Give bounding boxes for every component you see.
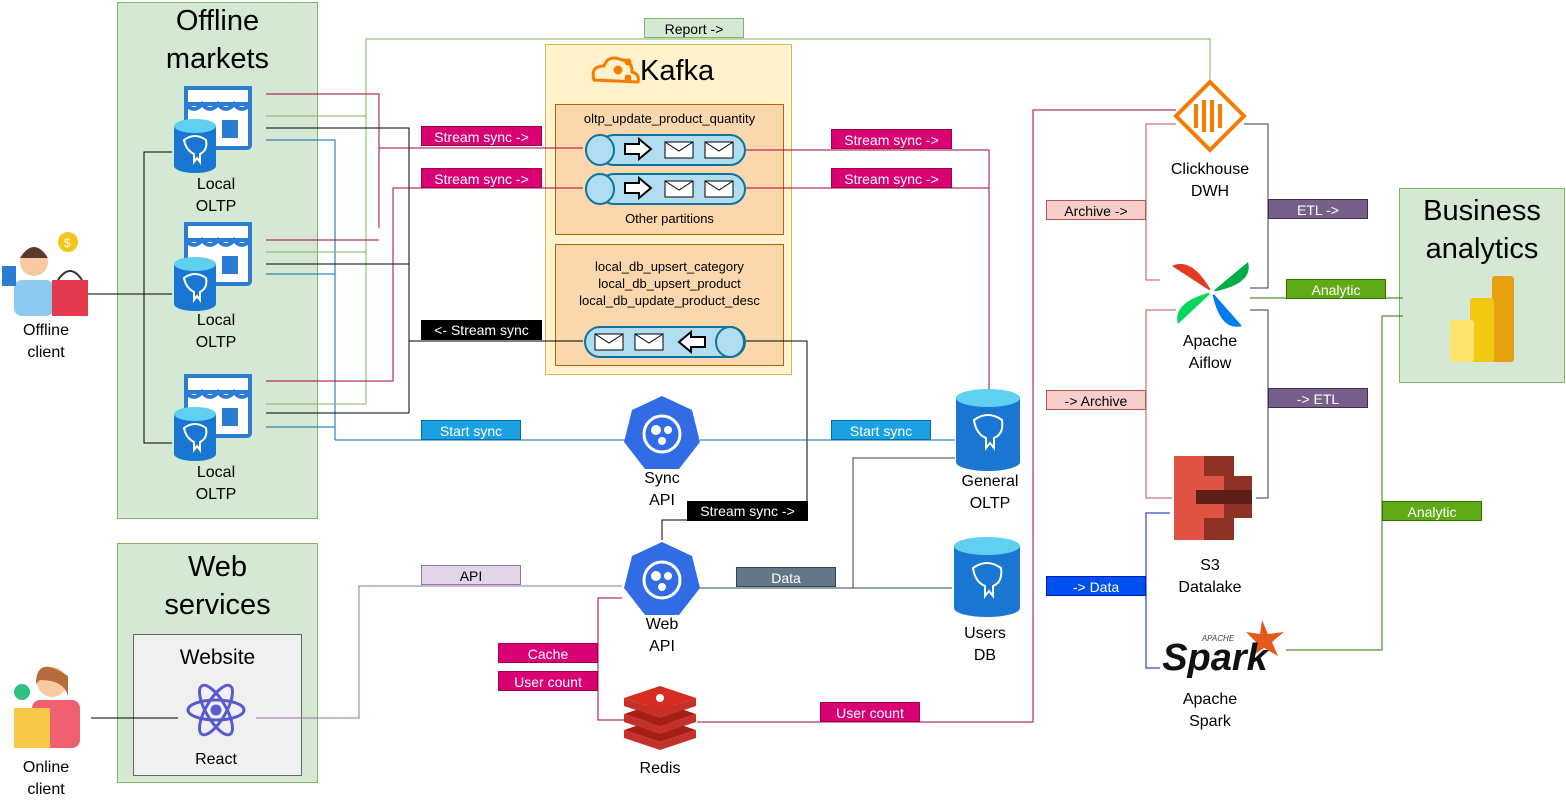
report-tag: Report ->: [644, 18, 744, 38]
users-db-icon: [954, 537, 1020, 617]
clickhouse-icon: [1173, 79, 1247, 153]
airflow-label: Apache Aiflow: [1182, 333, 1238, 372]
business-analytics-title: Business analytics: [1423, 195, 1541, 265]
local-oltp-3-label: Local OLTP: [195, 464, 237, 503]
clickhouse-label: Clickhouse DWH: [1170, 161, 1250, 200]
stream-sync-tag-c: Stream sync ->: [831, 129, 952, 149]
redis-icon: [624, 686, 696, 750]
kafka-topic-1-label: oltp_update_product_quantity: [583, 111, 756, 126]
archive-tag-a: Archive ->: [1046, 200, 1146, 220]
kafka-topic-2-label: local_db_upsert_category local_db_upsert…: [579, 259, 760, 308]
sync-api-icon: [622, 394, 702, 471]
spark-logo-text: Spark: [1162, 637, 1268, 679]
spark-label: Apache Spark: [1182, 691, 1238, 730]
analytic-tag-b: Analytic: [1382, 501, 1482, 521]
kafka-logo-icon: [591, 56, 640, 84]
etl-tag-a: ETL ->: [1268, 199, 1368, 219]
react-icon: [186, 683, 246, 737]
s3-datalake-icon: [1174, 456, 1252, 540]
sync-api-label: Sync API: [644, 470, 680, 509]
analytic-tag-a: Analytic: [1286, 279, 1386, 299]
redis-label: Redis: [639, 760, 681, 777]
start-sync-tag-b: Start sync: [831, 420, 931, 440]
kafka-partition-pipe-1: [585, 134, 746, 166]
website-title: Website: [179, 646, 256, 669]
user-count-tag-a: User count: [498, 671, 598, 691]
etl-tag-b: -> ETL: [1268, 388, 1368, 408]
web-api-label: Web API: [645, 616, 679, 655]
offline-client-label: Offline client: [23, 322, 69, 361]
kafka-title: Kafka: [640, 55, 715, 87]
kafka-other-partitions-label: Other partitions: [625, 211, 714, 226]
cache-tag: Cache: [498, 643, 598, 663]
user-count-tag-b: User count: [820, 702, 920, 722]
kafka-partition-pipe-3: [584, 326, 746, 358]
offline-client-icon: $: [2, 232, 88, 316]
online-client-icon: [14, 666, 80, 748]
stream-sync-tag-a: Stream sync ->: [421, 126, 542, 146]
svg-text:$: $: [64, 236, 71, 250]
api-tag: API: [421, 565, 521, 585]
stream-sync-back-tag: <- Stream sync: [421, 320, 542, 340]
stream-sync-tag-b: Stream sync ->: [421, 168, 542, 188]
react-label: React: [195, 751, 237, 768]
kafka-topic1-box: [555, 104, 784, 235]
spark-star-icon: [1246, 620, 1284, 656]
spark-logo-small-text: APACHE: [1201, 634, 1235, 643]
postgres-icon-3: [173, 406, 217, 462]
airflow-icon: [1172, 262, 1249, 327]
stream-sync-web-tag: Stream sync ->: [687, 501, 808, 521]
data-tag: Data: [736, 567, 836, 587]
general-oltp-icon: [956, 389, 1020, 471]
offline-markets-title: Offline markets: [165, 5, 270, 75]
start-sync-tag-a: Start sync: [421, 420, 521, 440]
postgres-icon-1: [173, 118, 217, 174]
general-oltp-label: General OLTP: [961, 473, 1019, 512]
power-bi-icon: [1450, 276, 1514, 362]
online-client-label: Online client: [22, 759, 70, 798]
local-oltp-2-label: Local OLTP: [195, 312, 237, 351]
s3-label: S3 Datalake: [1178, 557, 1242, 596]
local-oltp-1-label: Local OLTP: [195, 176, 237, 215]
web-services-title: Web services: [164, 551, 271, 621]
archive-tag-b: -> Archive: [1046, 390, 1146, 410]
web-api-icon: [622, 540, 702, 617]
stream-sync-tag-d: Stream sync ->: [831, 168, 952, 188]
kafka-partition-pipe-2: [585, 173, 746, 205]
postgres-icon-2: [173, 256, 217, 312]
data-arrow-tag: -> Data: [1046, 576, 1146, 596]
users-db-label: Users DB: [964, 625, 1006, 664]
